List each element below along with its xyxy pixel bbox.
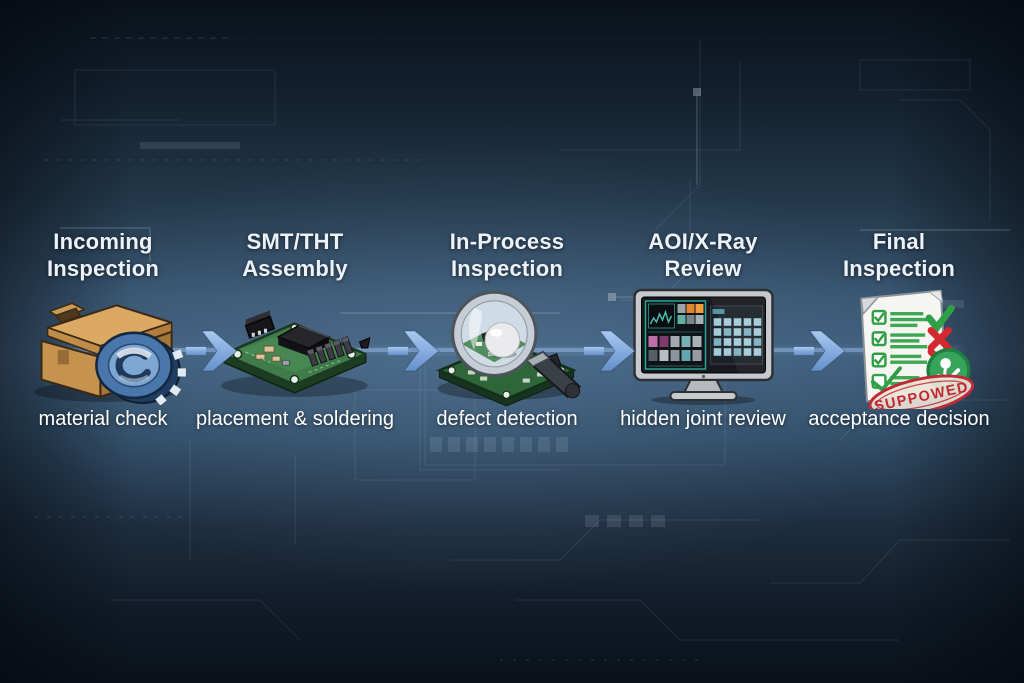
capacitor-row: [306, 336, 354, 367]
stage-title-line1: SMT/THT: [246, 229, 344, 254]
flow-arrow-1: [186, 330, 238, 372]
stage-incoming-inspection: Incoming Inspection: [3, 228, 203, 431]
stage-final-inspection: Final Inspection: [799, 228, 999, 431]
stage-smt-tht-assembly: SMT/THT Assembly: [195, 228, 395, 431]
stage-in-process-inspection: In-Process Inspection: [407, 228, 607, 431]
component-reel: [95, 331, 186, 405]
stage-title-line1: AOI/X-Ray: [648, 229, 758, 254]
stage-title-line1: Final: [872, 229, 926, 254]
flow-arrow-4: [794, 330, 846, 372]
stage-caption: placement & soldering: [196, 408, 394, 430]
magnifier-handle: [525, 350, 582, 399]
connector: [244, 310, 276, 339]
box-reel-icon: [3, 283, 203, 407]
stage-caption: acceptance decision: [808, 408, 990, 430]
checklist-stamp-icon: SUPPOWED: [799, 283, 999, 409]
magnifier-lens: [451, 290, 538, 377]
stage-caption: hidden joint review: [620, 408, 786, 430]
stage-title: Incoming Inspection: [3, 228, 203, 282]
magnifier-pcb-icon: [407, 283, 607, 407]
stage-title-line1: In-Process: [449, 229, 565, 254]
smd-components: [255, 345, 281, 362]
stage-title-line1: Incoming: [53, 229, 153, 254]
stage-title-line2: Inspection: [842, 256, 955, 281]
stage-title-line2: Assembly: [242, 256, 348, 281]
stage-title: SMT/THT Assembly: [195, 228, 395, 282]
stage-aoi-xray-review: AOI/X-Ray Review: [603, 228, 803, 431]
aoi-panel: [644, 300, 707, 370]
stage-title-line2: Inspection: [450, 256, 563, 281]
stage-title: AOI/X-Ray Review: [603, 228, 803, 282]
decision-stamp: SUPPOWED: [868, 374, 975, 409]
xray-monitor-icon: [603, 283, 803, 407]
stage-title-line2: Review: [664, 256, 742, 281]
pcb-board-icon: [195, 283, 395, 407]
stage-title: Final Inspection: [799, 228, 999, 282]
stage-caption: defect detection: [436, 408, 578, 430]
stage-caption: material check: [38, 408, 168, 430]
flow-arrow-2: [388, 330, 440, 372]
flow-arrow-3: [584, 330, 636, 372]
stage-title-line2: Inspection: [46, 256, 159, 281]
xray-panel: [710, 305, 763, 365]
stage-title: In-Process Inspection: [407, 228, 607, 282]
